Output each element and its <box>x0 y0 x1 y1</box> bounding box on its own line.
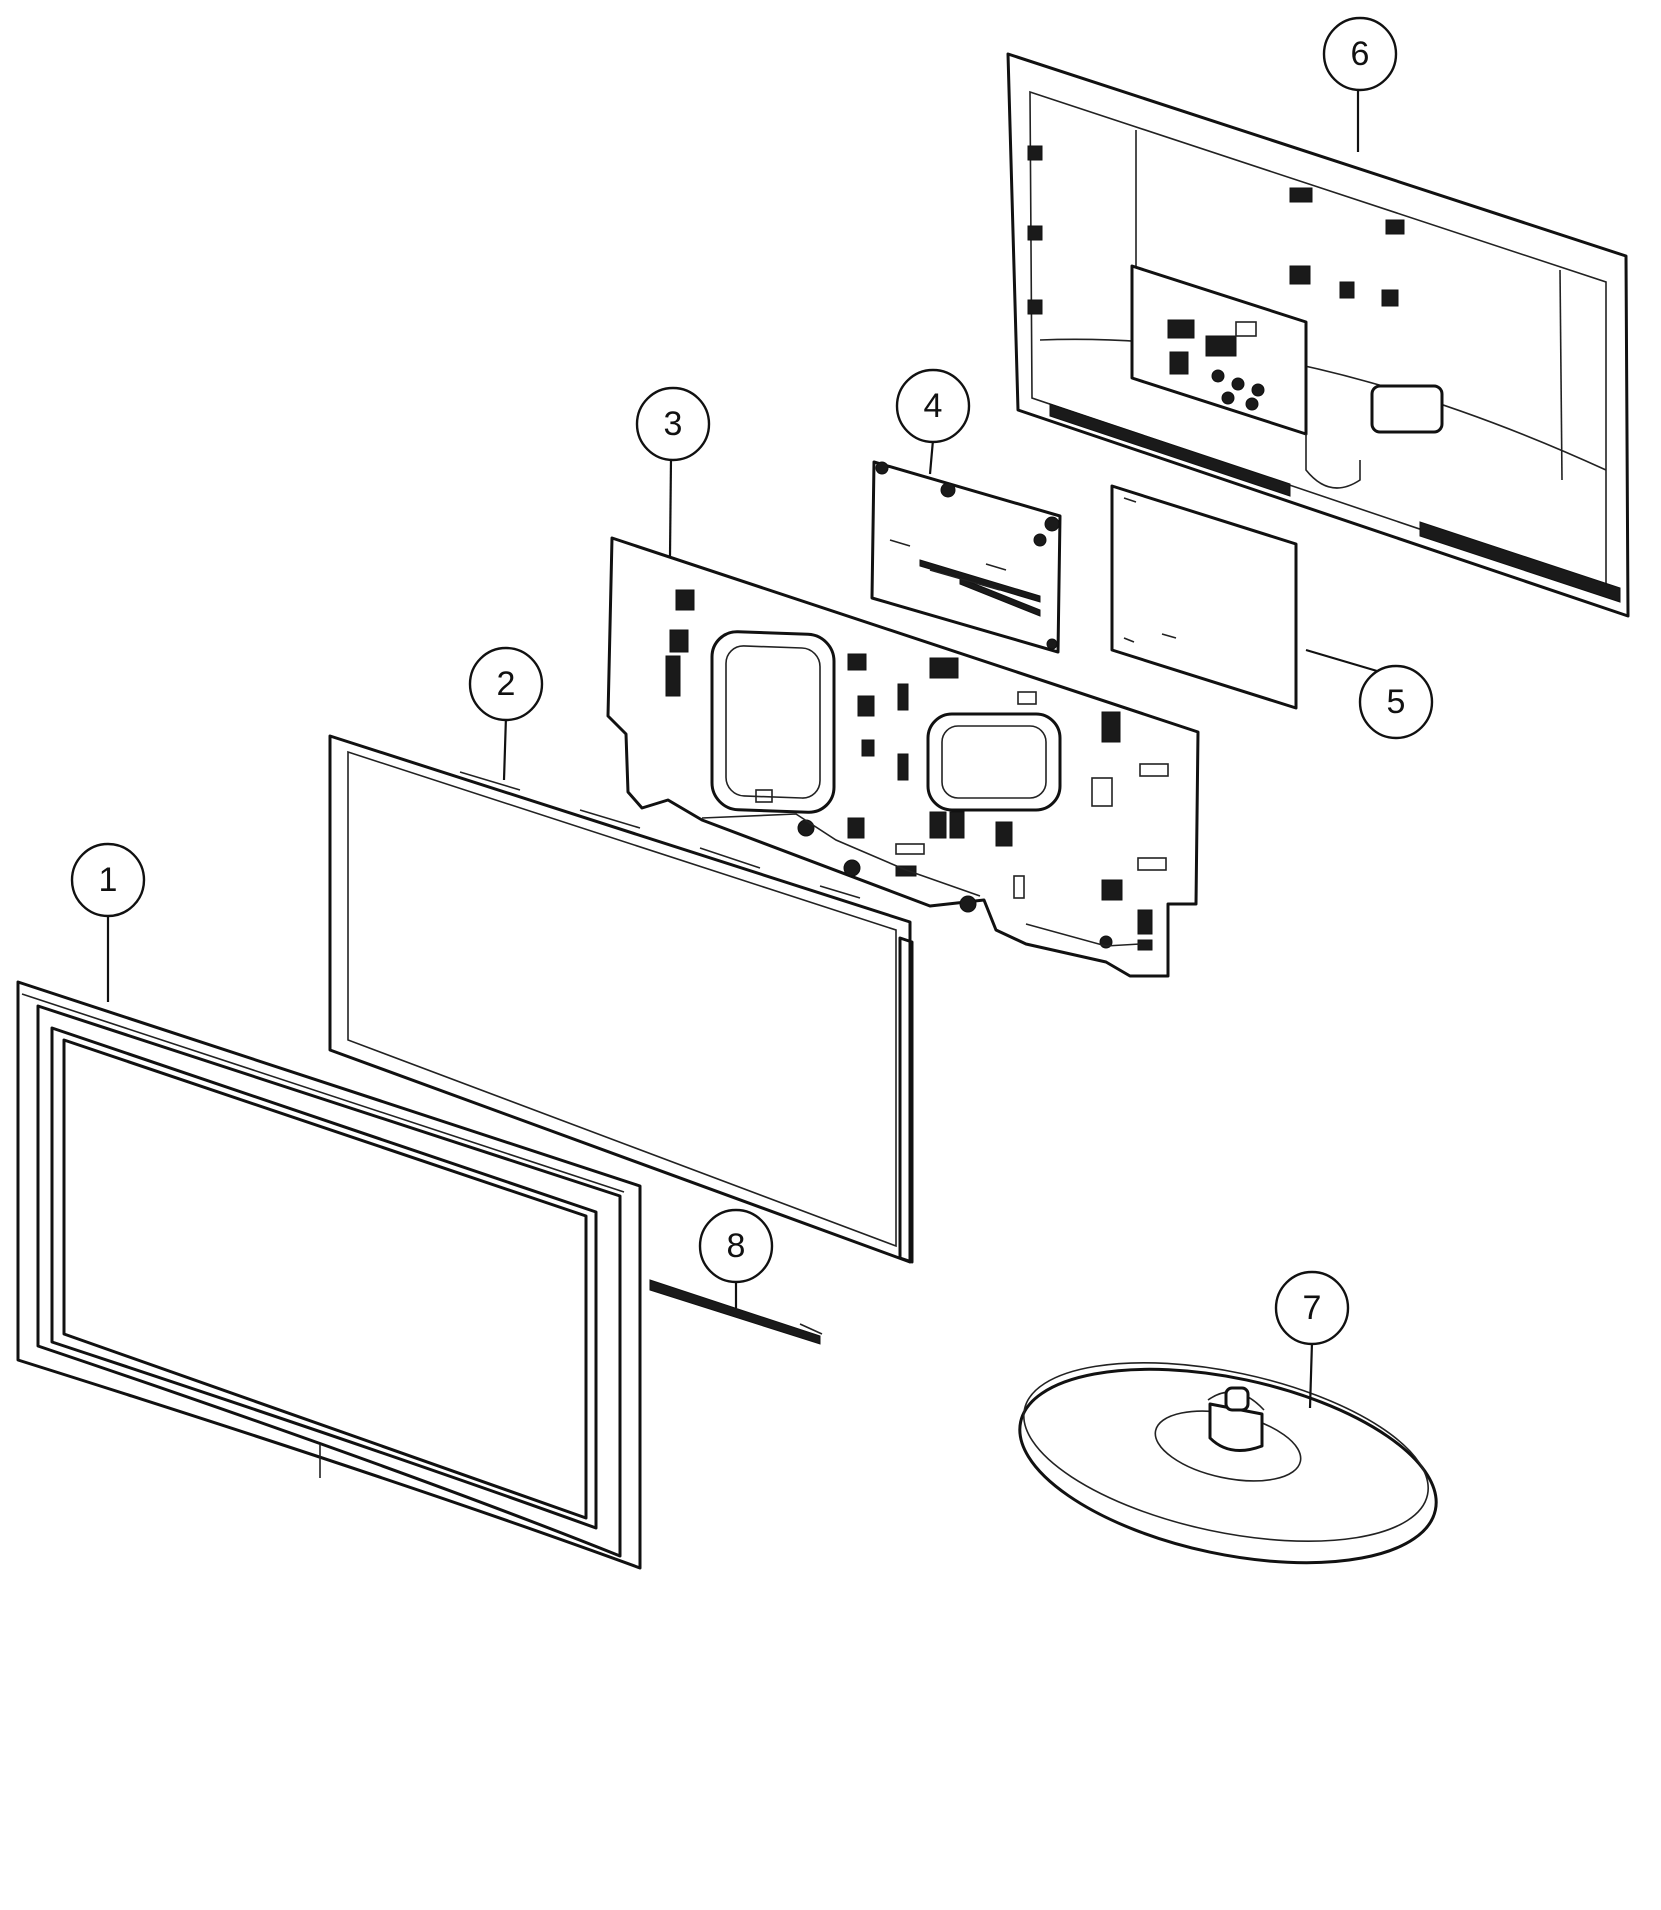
callout-4-label: 4 <box>924 387 943 425</box>
callout-2: 2 <box>468 646 544 722</box>
leader-lines <box>106 88 1395 1409</box>
callout-1-label: 1 <box>99 861 118 899</box>
callout-8: 8 <box>698 1208 774 1284</box>
part-4-main-board <box>870 460 1062 654</box>
part-6-rear-cabinet <box>1006 52 1630 618</box>
part-3-chassis-plate <box>606 536 1200 978</box>
callout-5: 5 <box>1358 664 1434 740</box>
callout-6: 6 <box>1322 16 1398 92</box>
callout-8-label: 8 <box>727 1227 746 1265</box>
callout-2-label: 2 <box>497 665 516 703</box>
part-2-lcd-panel <box>328 734 914 1264</box>
callout-7-label: 7 <box>1303 1289 1322 1327</box>
part-5-power-board <box>1110 484 1298 710</box>
callout-6-label: 6 <box>1351 35 1370 73</box>
callout-4: 4 <box>895 368 971 444</box>
callout-1: 1 <box>70 842 146 918</box>
callout-7: 7 <box>1274 1270 1350 1346</box>
callout-3-label: 3 <box>664 405 683 443</box>
part-8-key-strip <box>649 1279 823 1345</box>
part-1-front-bezel <box>16 980 642 1570</box>
callout-3: 3 <box>635 386 711 462</box>
callout-5-label: 5 <box>1387 683 1406 721</box>
part-7-stand <box>1018 1361 1438 1565</box>
